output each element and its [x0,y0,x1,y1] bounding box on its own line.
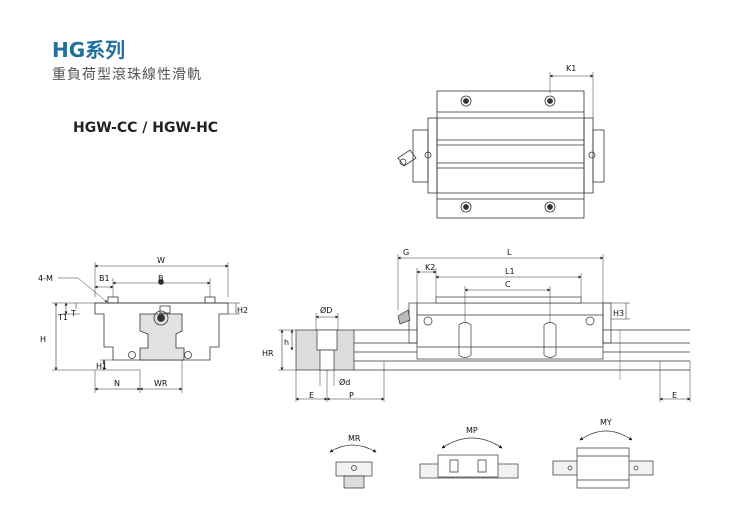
rail-profile [139,313,185,361]
moment-mp-icon [419,437,519,479]
dim-phi-d-big: ØD [320,305,332,315]
end-view [52,262,240,393]
side-view [278,254,691,402]
dim-t1: T1 [57,313,68,322]
dim-h3: H3 [613,309,624,318]
dim-k2: K2 [425,263,435,272]
dim-k1: K1 [566,64,576,73]
label-mp: MP [466,426,478,435]
block-side [416,302,604,360]
moment-mr-icon [329,444,377,489]
dim-hr: HR [262,349,274,358]
dim-l1: L1 [505,267,515,276]
dim-c: C [505,280,511,289]
label-my: MY [600,418,612,427]
label-mr: MR [348,434,361,443]
top-view [397,72,605,219]
grease-nipple [397,149,417,167]
dim-h: H [40,335,46,344]
dim-h1: H1 [96,362,107,371]
dim-4m: 4-M [38,274,53,283]
dim-h2: H2 [237,306,248,315]
dim-l: L [507,248,512,257]
moment-my-icon [552,430,654,489]
dim-wr: WR [154,379,168,388]
dim-b1: B1 [99,274,110,283]
end-seal-right [592,129,605,183]
series-subtitle: 重負荷型滾珠線性滑軌 [52,67,202,83]
dim-n: N [114,379,120,388]
dim-t: T [70,309,76,318]
dim-h-small: h [284,338,289,347]
series-title: HG系列 [52,38,126,62]
dim-w: W [157,256,165,265]
end-seal-left [412,129,429,183]
dim-p: P [349,391,354,400]
dim-g: G [403,248,409,257]
dim-b: B [158,274,164,283]
dim-phi-d: Ød [339,377,350,387]
model-label: HGW-CC / HGW-HC [73,120,219,136]
dim-e-left: E [309,391,314,400]
dim-e-right: E [672,391,677,400]
